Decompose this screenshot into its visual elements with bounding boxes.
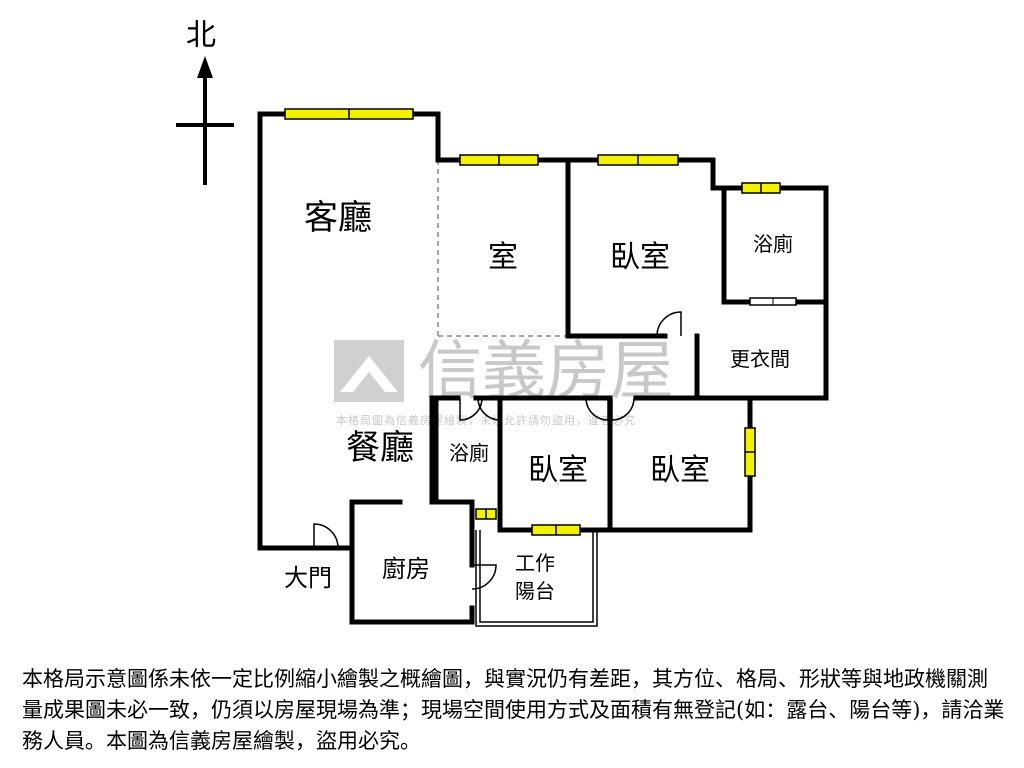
label-kitchen: 廚房 <box>382 555 430 583</box>
label-entrance: 大門 <box>284 564 332 592</box>
label-living-room: 客廳 <box>304 198 372 238</box>
watermark-logo <box>334 340 404 402</box>
label-bath-mid: 浴廁 <box>449 441 489 465</box>
label-dining-room: 餐廳 <box>346 428 414 468</box>
label-bedroom-right: 臥室 <box>650 453 710 488</box>
label-balcony-line2: 陽台 <box>515 579 555 603</box>
closet-slide-door <box>749 297 797 306</box>
label-room: 室 <box>488 240 518 275</box>
label-bath-top: 浴廁 <box>753 232 793 256</box>
compass-arrow <box>176 56 234 185</box>
room-dashed-boundary <box>437 160 568 337</box>
watermark-notice: 本格局圖為信義房屋繪製，未經允許請勿盜用，違者必究 <box>336 413 636 427</box>
label-bedroom-mid: 臥室 <box>528 453 588 488</box>
balcony-railing <box>475 530 598 627</box>
label-bedroom-top: 臥室 <box>610 240 670 275</box>
doors <box>313 311 682 590</box>
walls <box>257 111 829 625</box>
disclaimer-text: 本格局示意圖係未依一定比例縮小繪製之概繪圖，與實況仍有差距，其方位、格局、形狀等… <box>22 667 1005 753</box>
label-balcony-line1: 工作 <box>515 551 555 575</box>
label-closet: 更衣間 <box>730 347 790 371</box>
compass-north-label: 北 <box>186 18 216 53</box>
windows <box>284 108 781 536</box>
